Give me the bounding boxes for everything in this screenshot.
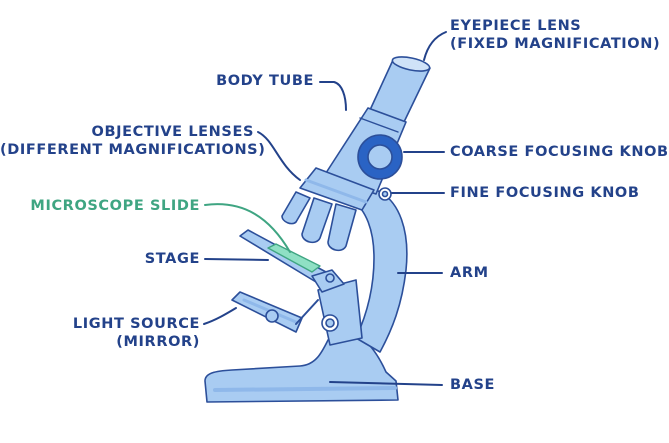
light-label-line1: LIGHT SOURCE (72, 316, 200, 332)
objective-label-line1: OBJECTIVE LENSES (91, 124, 254, 140)
objective-lens-3 (327, 203, 357, 252)
eyepiece-label: EYEPIECE LENS (FIXED MAGNIFICATION) (450, 17, 660, 53)
light-source-label: LIGHT SOURCE (MIRROR) (40, 315, 200, 351)
microscope-slide-label: MICROSCOPE SLIDE (30, 198, 200, 214)
objective-lens-2 (301, 197, 333, 244)
objective-lens-1 (281, 191, 311, 225)
eyepiece-leader (423, 31, 447, 61)
fine-knob-label: FINE FOCUSING KNOB (450, 185, 640, 201)
coarse-knob-label: COARSE FOCUSING KNOB (450, 144, 669, 160)
eyepiece-label-line2: (FIXED MAGNIFICATION) (450, 36, 661, 52)
microscope-slide (267, 243, 321, 273)
stage-label: STAGE (144, 251, 200, 267)
objective-label-line2: (DIFFERENT MAGNIFICATIONS) (0, 142, 266, 158)
base-label: BASE (450, 377, 496, 393)
light-label-line2: (MIRROR) (116, 334, 200, 350)
objective-leader (257, 131, 301, 181)
eyepiece-label-line1: EYEPIECE LENS (450, 18, 582, 34)
microscope-arm (351, 189, 408, 353)
arm-label: ARM (450, 265, 489, 281)
objective-lenses-label: OBJECTIVE LENSES (DIFFERENT MAGNIFICATIO… (0, 123, 266, 159)
body-tube-label: BODY TUBE (216, 73, 314, 89)
microscope-base (204, 329, 399, 403)
base-leader (329, 381, 443, 386)
body-tube-leader (319, 81, 347, 111)
slide-leader (204, 203, 291, 253)
stage-leader (204, 258, 269, 261)
light-leader (203, 307, 237, 325)
